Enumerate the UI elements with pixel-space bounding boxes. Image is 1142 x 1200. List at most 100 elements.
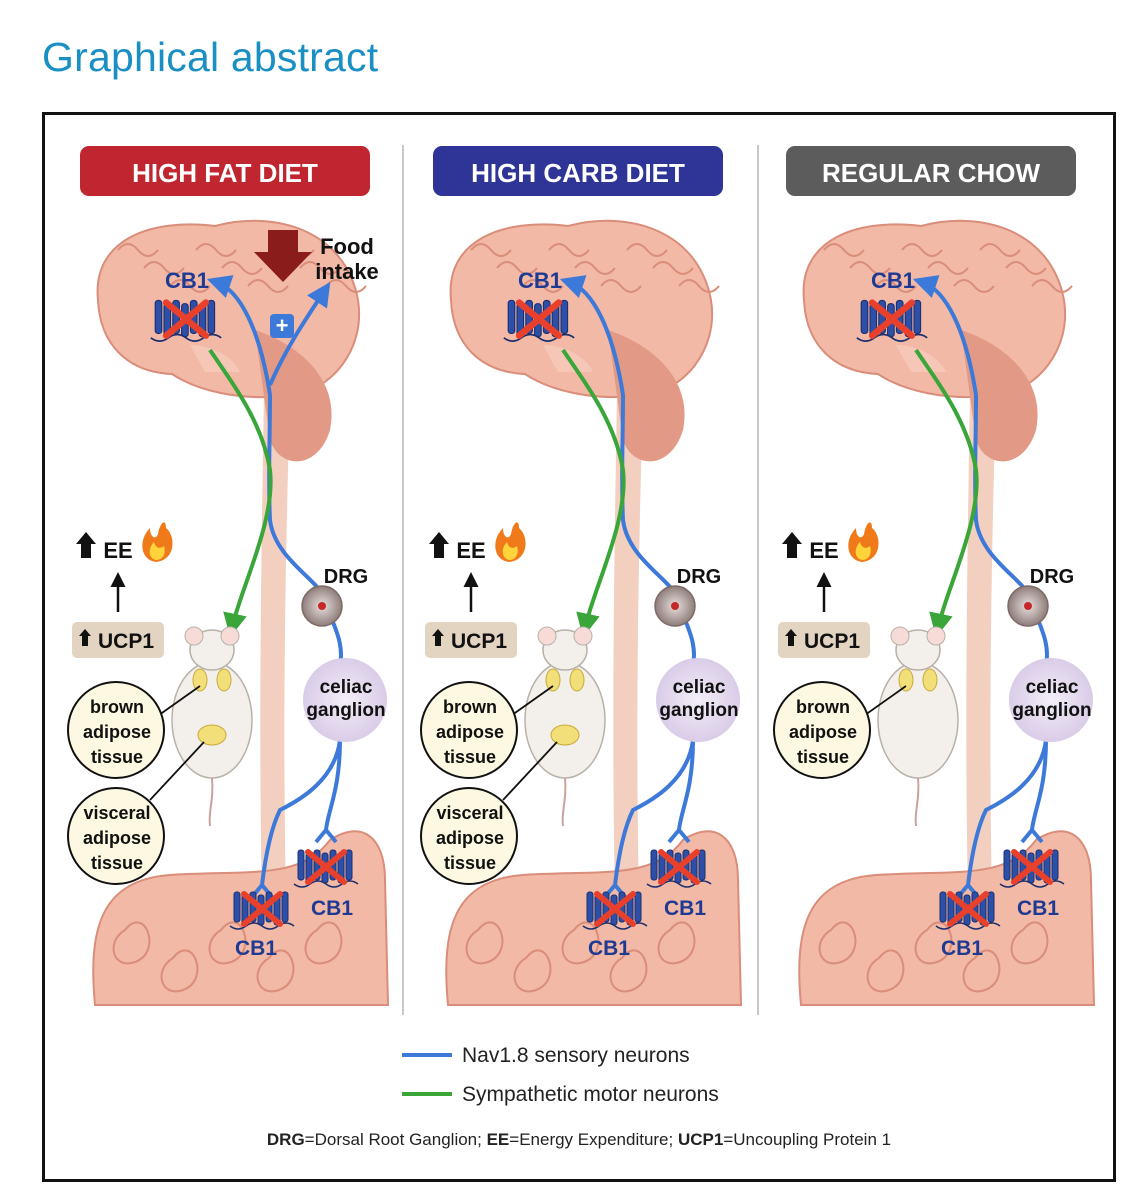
brain-gyrus	[522, 279, 564, 293]
brain-gyrus	[195, 243, 237, 257]
helix	[507, 299, 516, 334]
brain-gyrus	[953, 279, 995, 293]
mouse-tail-icon	[914, 777, 920, 827]
flame-icon	[855, 542, 871, 560]
panel-header-label: REGULAR CHOW	[822, 158, 1041, 188]
brain-gyrus	[299, 261, 341, 275]
up-arrow-icon	[429, 532, 449, 558]
brown-adipose-icon	[569, 668, 585, 692]
intestine-loop	[609, 949, 648, 993]
cb1-receptor-icon	[293, 849, 359, 888]
sensory-neuron-path	[267, 394, 343, 690]
brain-gyrus	[823, 243, 865, 257]
down-arrow-icon	[254, 230, 312, 282]
gut-cb1-right-label: CB1	[311, 897, 353, 920]
brown-adipose-icon	[192, 668, 208, 692]
drg-nucleus-icon	[671, 602, 679, 610]
bat-callout	[773, 681, 871, 779]
callout-line	[149, 741, 205, 801]
legend: Nav1.8 sensory neurons Sympathetic motor…	[402, 1044, 719, 1106]
intestine-loop	[513, 949, 552, 993]
brain-cb1-label: CB1	[518, 268, 562, 293]
intestine-loop	[304, 921, 343, 965]
gut-cb1-right-label: CB1	[664, 897, 706, 920]
cb1-receptor-icon	[503, 299, 575, 342]
sensory-neuron-arrow	[206, 275, 272, 396]
panel-header	[80, 146, 370, 196]
mouse-ear-icon	[573, 626, 593, 646]
brain-gyrus	[626, 243, 668, 257]
drg-label: DRG	[324, 566, 368, 588]
celiac-ganglion-icon	[1009, 658, 1093, 742]
ucp1-label: UCP1	[804, 630, 860, 653]
cerebellum-icon	[608, 330, 685, 462]
cross-icon	[162, 299, 210, 339]
ucp1-box	[425, 622, 517, 658]
cross-icon	[241, 891, 283, 927]
nerve-ending	[956, 828, 1044, 899]
gut-cb1-left-label: CB1	[235, 937, 277, 960]
cb1-receptor-icon	[856, 299, 928, 342]
legend-label-sympathetic: Sympathetic motor neurons	[462, 1083, 719, 1106]
intestine-loop	[256, 949, 295, 993]
gut-cb1-right-label: CB1	[1017, 897, 1059, 920]
brain-gyrus	[979, 243, 1021, 257]
drg-label: DRG	[1030, 566, 1074, 588]
helix	[634, 891, 642, 923]
intestine-loop	[208, 921, 247, 965]
brain-gyrus	[927, 261, 969, 275]
legend-label-sensory: Nav1.8 sensory neurons	[462, 1044, 690, 1067]
brain-gyrus	[574, 261, 616, 275]
gut-cb1-left-label: CB1	[941, 937, 983, 960]
panel-header-label: HIGH FAT DIET	[132, 158, 318, 188]
mouse-tail-icon	[208, 777, 214, 827]
sensory-neuron-path	[973, 394, 1049, 690]
page-title: Graphical abstract	[42, 34, 379, 80]
drg-nucleus-icon	[1024, 602, 1032, 610]
plus-badge	[270, 314, 294, 338]
panel-header-label: HIGH CARB DIET	[471, 158, 685, 188]
intestine-loop	[657, 921, 696, 965]
flame-icon	[149, 542, 165, 560]
cross-icon	[868, 299, 916, 339]
sympathetic-neuron-arrow	[561, 348, 626, 638]
brain-gyrus	[247, 279, 289, 293]
figure-frame	[42, 112, 1116, 1182]
brain-cb1-label: CB1	[165, 268, 209, 293]
visceral-adipose-icon	[550, 724, 580, 746]
nerve-ending	[603, 828, 691, 899]
drg-nucleus-icon	[318, 602, 326, 610]
brown-adipose-icon	[922, 668, 938, 692]
brown-adipose-icon	[216, 668, 232, 692]
cb1-receptor-icon	[150, 299, 222, 342]
cross-icon	[947, 891, 989, 927]
cb1-receptor-icon	[582, 891, 648, 930]
brain-gyrus	[849, 261, 891, 275]
up-arrow-icon	[432, 629, 444, 646]
brown-adipose-icon	[545, 668, 561, 692]
cross-icon	[594, 891, 636, 927]
helix	[939, 891, 947, 923]
helix	[1003, 849, 1011, 881]
sensory-neuron-path	[260, 739, 342, 886]
sensory-neuron-path	[677, 739, 695, 831]
cross-icon	[1011, 849, 1053, 885]
brain-gyrus	[548, 243, 590, 257]
mouse-ear-icon	[926, 626, 946, 646]
helix	[586, 891, 594, 923]
intestine-loop	[866, 949, 905, 993]
intestine-loop	[914, 921, 953, 965]
helix	[698, 849, 706, 881]
cerebellum-icon	[255, 330, 332, 462]
sensory-neuron-path	[620, 394, 696, 690]
mouse-ear-icon	[184, 626, 204, 646]
up-arrow-icon	[782, 532, 802, 558]
helix	[560, 299, 569, 334]
